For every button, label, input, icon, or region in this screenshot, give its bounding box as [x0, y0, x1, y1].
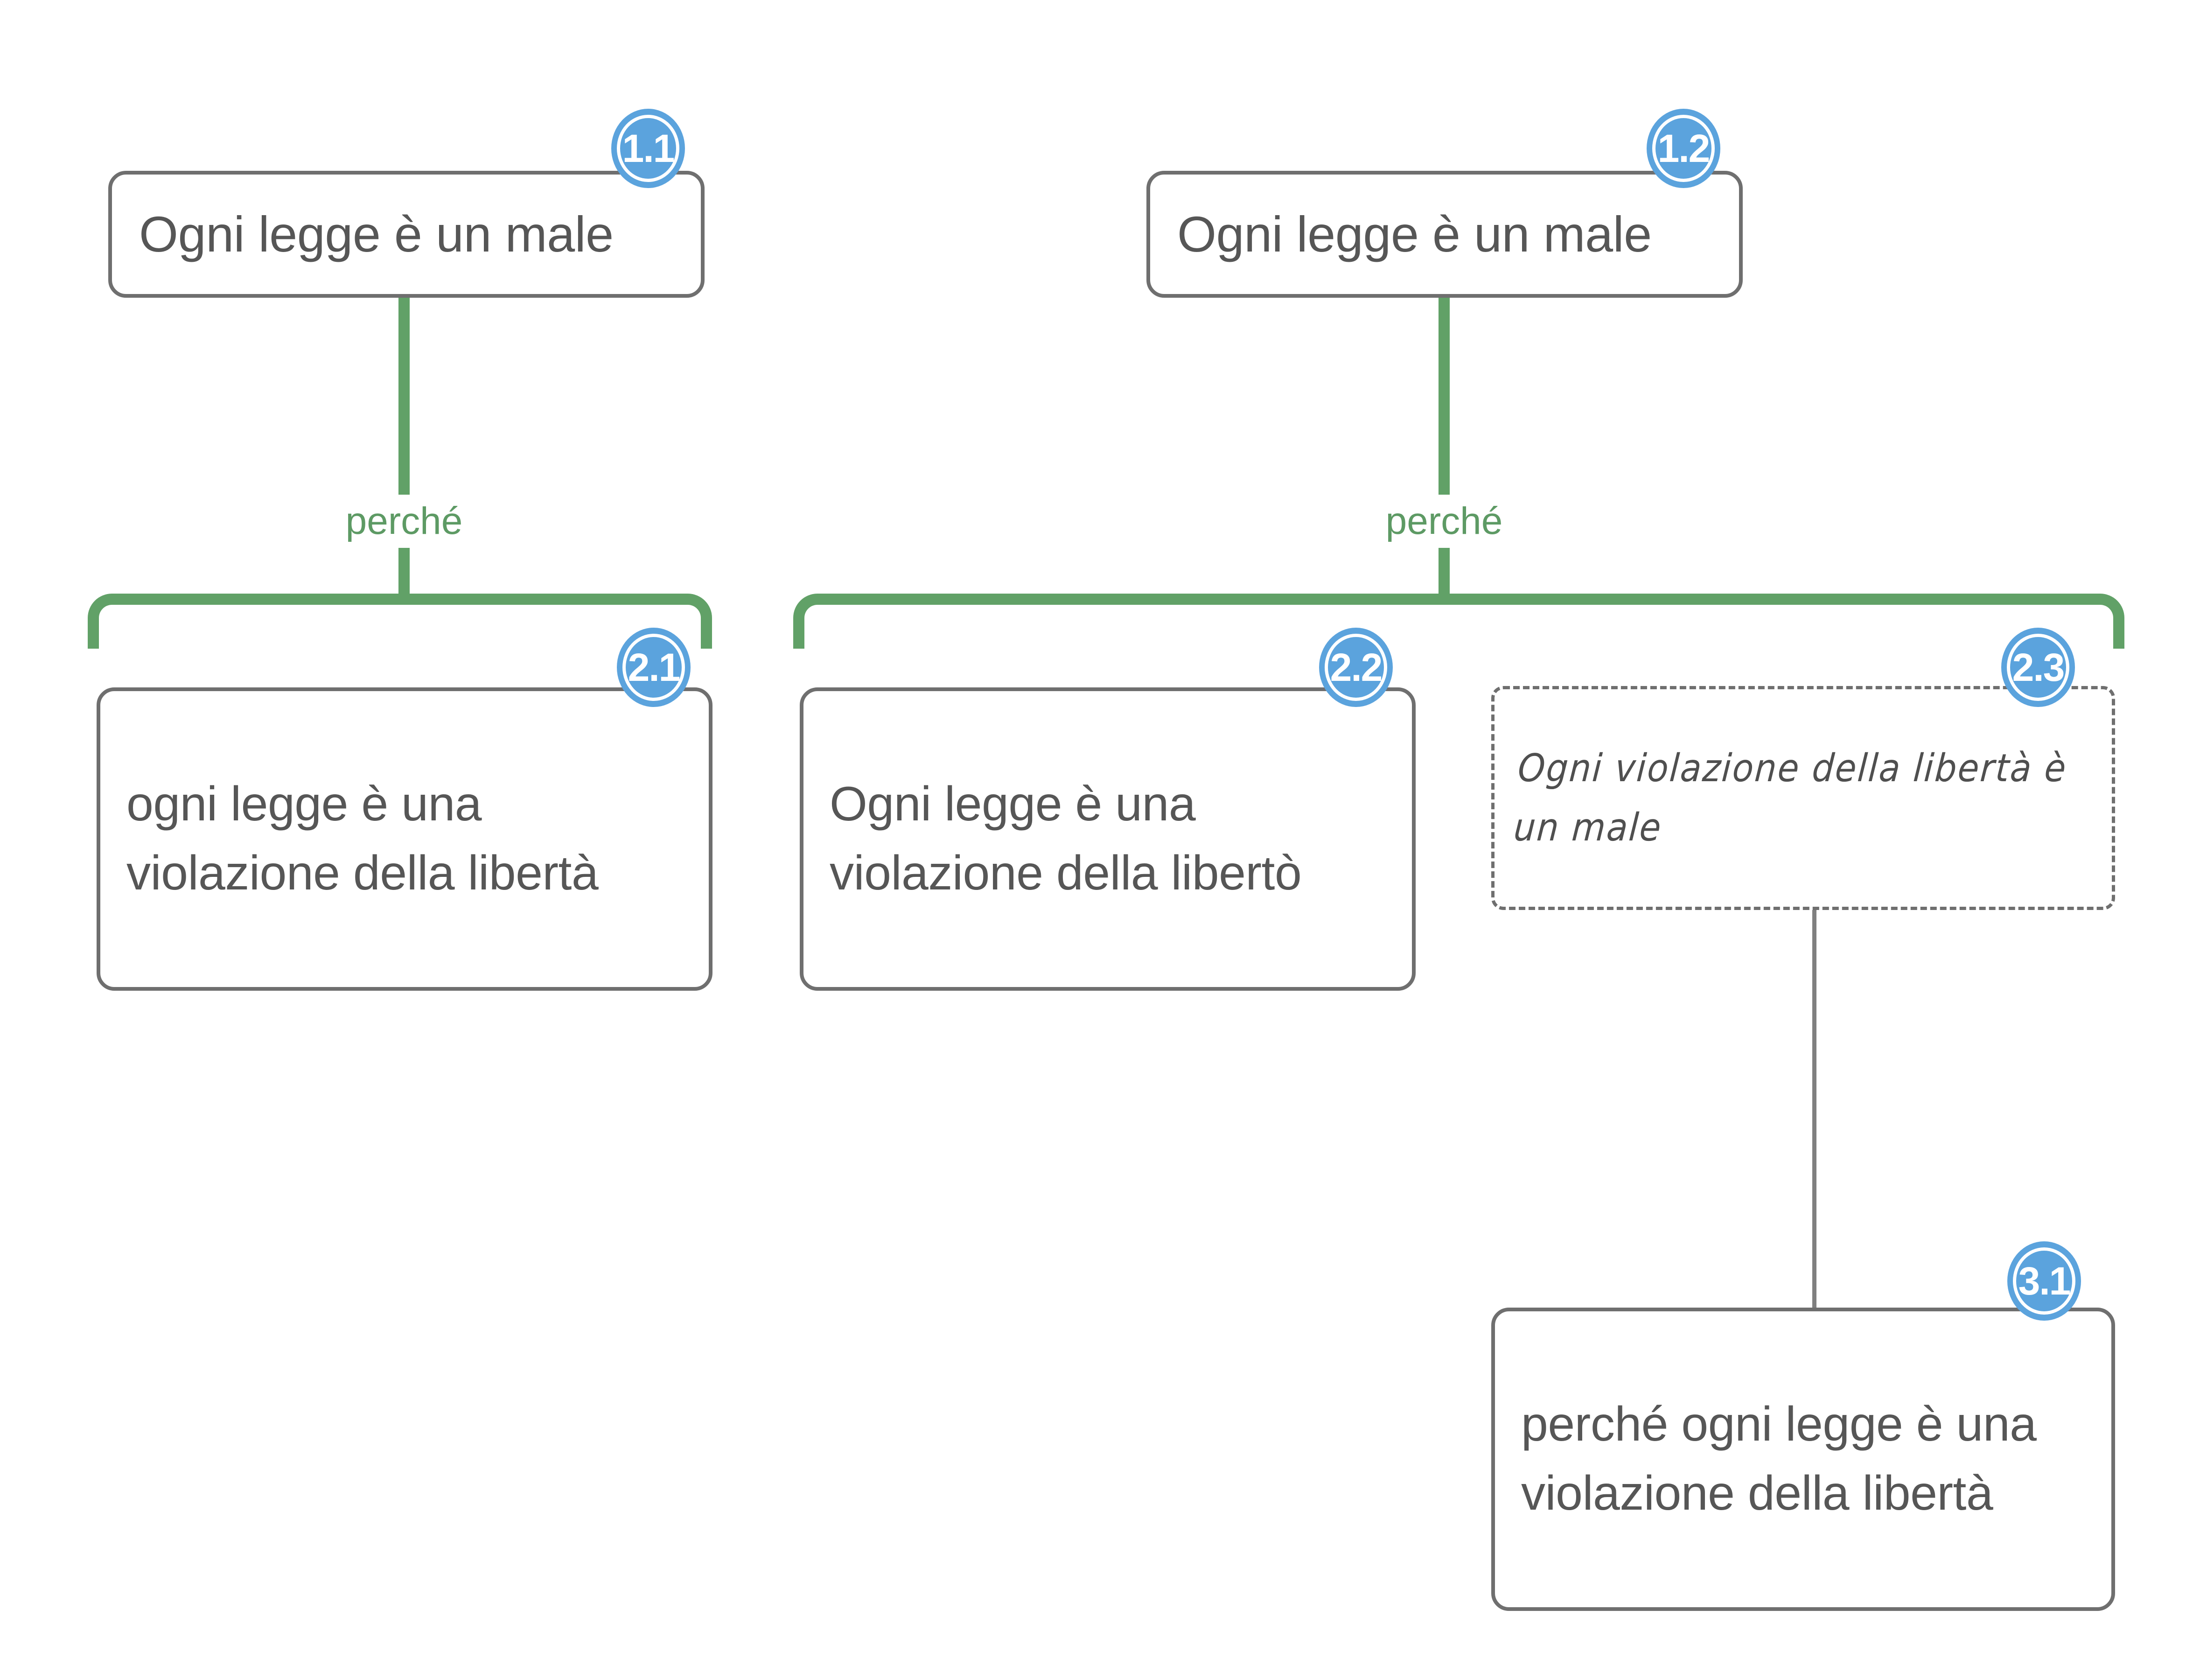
- badge-2-1-label: 2.1: [628, 645, 681, 689]
- badge-1-2-label: 1.2: [1657, 126, 1711, 170]
- edge-label-perche-right: perché: [1373, 495, 1515, 548]
- badge-3-1-label: 3.1: [2018, 1259, 2071, 1303]
- bracket-right-group: [793, 594, 2124, 649]
- badge-1-1[interactable]: 1.1: [611, 109, 685, 188]
- badge-2-3[interactable]: 2.3: [2001, 628, 2075, 707]
- node-3-1[interactable]: perché ogni legge è una violazione della…: [1491, 1308, 2115, 1611]
- badge-1-1-label: 1.1: [622, 126, 675, 170]
- node-1-1[interactable]: Ogni legge è un male: [108, 171, 705, 298]
- connector-2-3-to-3-1: [1812, 907, 1816, 1312]
- badge-2-2-label: 2.2: [1330, 645, 1383, 689]
- edge-label-perche-left: perché: [333, 495, 475, 548]
- connector-1-2-to-bracket: [1439, 294, 1450, 601]
- badge-2-1[interactable]: 2.1: [617, 628, 691, 707]
- bracket-left-group: [88, 594, 712, 649]
- node-1-1-text: Ogni legge è un male: [139, 205, 614, 262]
- badge-2-3-label: 2.3: [2012, 645, 2065, 689]
- node-1-2-text: Ogni legge è un male: [1177, 205, 1652, 262]
- node-2-1[interactable]: ogni legge è una violazione della libert…: [97, 687, 712, 991]
- badge-3-1[interactable]: 3.1: [2007, 1241, 2081, 1321]
- node-1-2[interactable]: Ogni legge è un male: [1146, 171, 1743, 298]
- node-2-3[interactable]: Ogni violazione della libertà è un male: [1491, 686, 2115, 910]
- node-2-2-text: Ogni legge è una violazione della libert…: [830, 777, 1302, 900]
- node-2-2[interactable]: Ogni legge è una violazione della libert…: [800, 687, 1416, 991]
- badge-1-2[interactable]: 1.2: [1647, 109, 1720, 188]
- badge-2-2[interactable]: 2.2: [1319, 628, 1393, 707]
- node-2-3-text: Ogni violazione della libertà è un male: [1512, 746, 2069, 850]
- node-2-1-text: ogni legge è una violazione della libert…: [126, 777, 599, 900]
- connector-1-1-to-2-1: [398, 294, 410, 601]
- node-3-1-text: perché ogni legge è una violazione della…: [1521, 1397, 2037, 1520]
